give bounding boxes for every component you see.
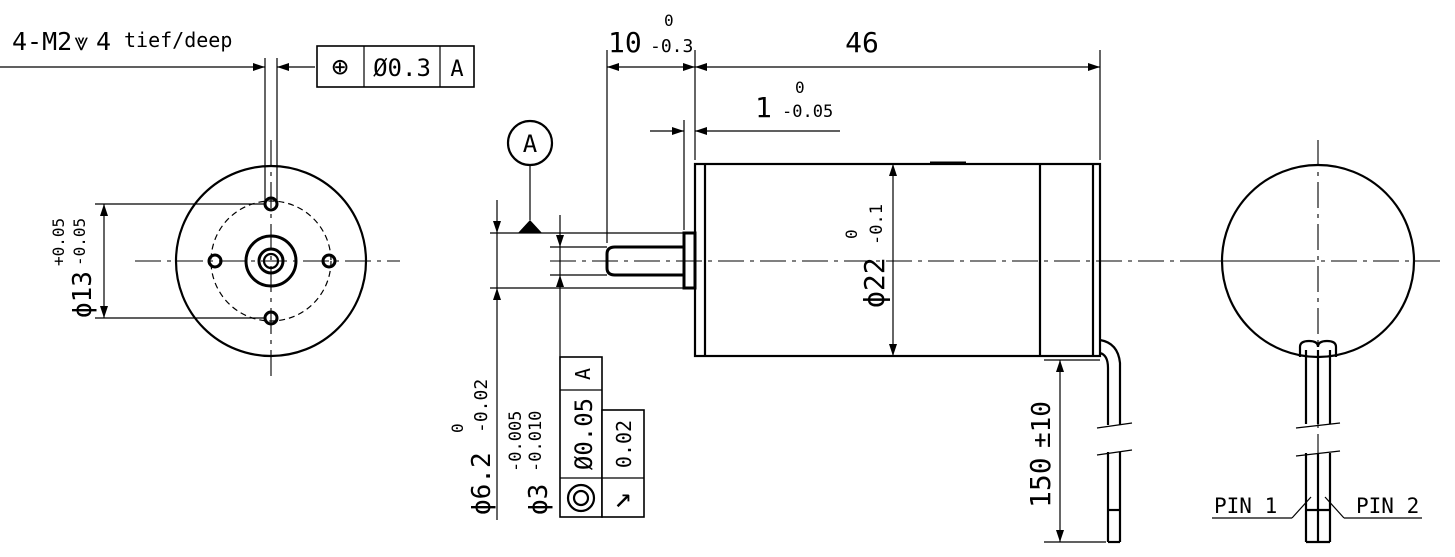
motor-shaft: [605, 245, 684, 277]
datum-triangle: [518, 220, 542, 233]
break-line: [1295, 450, 1341, 457]
lead-wires: [1096, 338, 1133, 544]
arrowhead: [607, 63, 619, 71]
collar-diameter: ϕ6.2: [467, 452, 497, 515]
arrowhead: [683, 63, 695, 71]
concentricity-frame: A Ø0.05 ◎: [559, 356, 603, 518]
position-symbol: ⊕: [332, 50, 349, 83]
shaft-collar: [682, 231, 697, 290]
mounting-holes: [207, 196, 337, 326]
arrowhead: [100, 204, 108, 216]
arrowhead: [889, 164, 897, 176]
front-view: 4-M2 ⩔ 4 tief/deep ⊕ Ø0.3 A ϕ13 +0.05 -0…: [0, 27, 475, 382]
front-shaft-end: [257, 247, 285, 275]
concentricity-symbol-outer: [566, 483, 596, 513]
arrowhead: [889, 344, 897, 356]
datum-label: A: [523, 130, 538, 158]
arrowhead: [253, 63, 265, 71]
break-line: [1096, 449, 1133, 456]
concentricity-symbol-inner: [572, 489, 590, 507]
arrowhead: [556, 275, 564, 287]
runout-frame: 0.02 ↗: [601, 409, 645, 518]
runout-tolerance: 0.02: [612, 420, 636, 468]
pin1-leader: [1291, 496, 1312, 519]
concentricity-tolerance: Ø0.05: [570, 398, 598, 470]
mounting-hole: [207, 253, 223, 269]
frame-outline: [316, 45, 475, 88]
arrowhead: [672, 127, 684, 135]
bolt-circle: [210, 200, 332, 322]
arrowhead: [493, 221, 501, 233]
lead-length-tol: ±10: [1027, 401, 1057, 448]
arrowhead: [1056, 360, 1064, 372]
body-diameter: ϕ22: [858, 257, 891, 308]
pin1-label: PIN 1: [1214, 494, 1277, 518]
shaft-length-tol-upper: 0: [664, 11, 674, 30]
arrowhead: [695, 63, 707, 71]
lead-length: 150: [1024, 457, 1057, 508]
collar-dia-tol-upper: 0: [448, 423, 467, 433]
front-boss: [244, 234, 298, 288]
break-line: [1096, 422, 1133, 429]
arrowhead: [695, 127, 707, 135]
collar-length: 1: [755, 91, 772, 124]
pilot-diameter: ϕ13: [68, 271, 98, 318]
frame-outline: [601, 409, 645, 518]
depth-symbol: ⩔: [74, 27, 88, 56]
position-datum: A: [450, 57, 463, 82]
concentricity-datum: A: [571, 368, 595, 380]
thread-depth: 4: [96, 27, 111, 56]
front-flange-outline: [174, 164, 368, 358]
mounting-hole: [321, 253, 337, 269]
shaft-length-tol-lower: -0.3: [650, 36, 693, 57]
pilot-tol-upper: +0.05: [49, 218, 68, 266]
collar-tol-lower: -0.05: [782, 102, 833, 122]
thread-note: 4-M2: [12, 27, 72, 56]
body-tol-upper: 0: [842, 229, 861, 239]
position-tolerance-frame: ⊕ Ø0.3 A: [316, 45, 475, 88]
pilot-tol-lower: -0.05: [70, 218, 89, 266]
position-tolerance: Ø0.3: [373, 54, 431, 82]
shaft-tol-upper: -0.005: [506, 411, 526, 472]
front-shaft-center: [262, 252, 280, 270]
pin2-label: PIN 2: [1356, 494, 1419, 518]
rear-view: PIN 1 PIN 2: [1205, 140, 1440, 544]
body-length: 46: [845, 26, 879, 59]
arrowhead: [100, 306, 108, 318]
arrowhead: [556, 235, 564, 247]
lead-wire: [1099, 338, 1122, 425]
body-tol-lower: -0.1: [867, 204, 887, 245]
rear-lead-wires: [1295, 350, 1341, 544]
shaft-tol-lower: -0.010: [526, 411, 546, 472]
thread-suffix: tief/deep: [124, 28, 232, 52]
side-view: 10 0 -0.3 46 1 0 -0.05 A ϕ6.2 0 -0.02 ϕ: [448, 11, 1300, 544]
datum-a: A: [506, 119, 554, 233]
arrowhead: [1088, 63, 1100, 71]
arrowhead: [1056, 530, 1064, 542]
collar-tol-upper: 0: [795, 78, 805, 97]
shaft-diameter: ϕ3: [524, 484, 554, 515]
arrowhead: [277, 63, 289, 71]
pin2-leader: [1324, 496, 1345, 519]
shaft-length: 10: [608, 26, 642, 59]
arrowhead: [493, 288, 501, 300]
runout-symbol: ↗: [614, 480, 632, 515]
break-line: [1295, 422, 1341, 429]
collar-dia-tol-lower: -0.02: [471, 379, 492, 433]
lead-exit: [1298, 339, 1338, 357]
lead-wire: [1099, 351, 1110, 425]
